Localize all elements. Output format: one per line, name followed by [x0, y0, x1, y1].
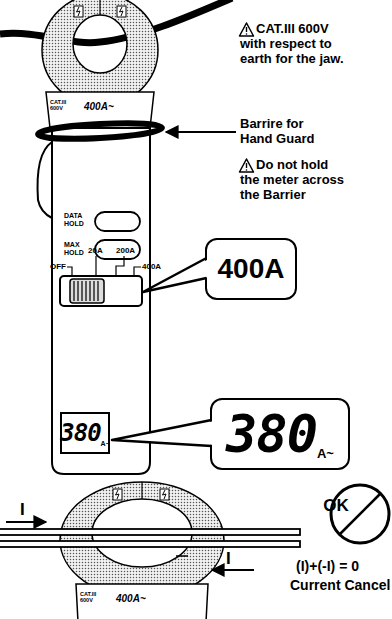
leader-line — [95, 256, 96, 276]
hold-button — [95, 212, 140, 231]
jaw-mark — [176, 555, 188, 557]
symbol-box — [113, 489, 122, 500]
reading-text: 400A — [218, 255, 285, 283]
ok-symbol: OK — [314, 483, 358, 527]
rating-mark: CAT.III 600V — [50, 99, 74, 112]
conductor — [0, 529, 300, 535]
current-symbol: I — [20, 500, 25, 520]
callout-bubble: 380A~ — [210, 398, 350, 470]
button-label: MAX HOLD — [64, 241, 90, 257]
unit-text: A~ — [101, 440, 110, 447]
trigger — [38, 142, 52, 218]
leader-arrow — [166, 131, 236, 133]
bolt — [116, 490, 120, 499]
lcd-display: 380A~ — [60, 412, 110, 454]
warning-note: CAT.III 600V with respect to earth for t… — [240, 22, 350, 67]
leader-line — [116, 256, 124, 276]
current-symbol: I — [226, 549, 231, 569]
leader-line — [67, 267, 72, 276]
lightning-symbol — [113, 489, 122, 500]
clamp-jaw — [42, 0, 158, 106]
bolt — [77, 7, 81, 16]
bolt — [120, 7, 124, 16]
lightning-symbol — [160, 489, 169, 500]
current-arrow — [212, 569, 254, 571]
symbol-box — [160, 489, 169, 500]
warning-note: Do not hold the meter across the Barrier — [240, 158, 347, 203]
button-label: DATA HOLD — [64, 212, 90, 228]
switch-slider — [70, 279, 104, 303]
symbol-box — [74, 6, 83, 17]
tail-fill — [112, 421, 214, 445]
jaw-split — [99, 0, 100, 15]
reading-text: OK — [323, 497, 349, 514]
callout-tail — [143, 258, 207, 292]
exclamation-dot — [246, 33, 248, 35]
switch-position: 200A — [116, 246, 135, 255]
exclamation — [246, 27, 247, 32]
tail-fill — [143, 259, 209, 292]
bolt — [163, 490, 167, 499]
lightning-symbol — [117, 6, 126, 17]
triangle — [240, 23, 254, 36]
reading-text: 380 — [226, 408, 317, 460]
jaw-split — [141, 482, 142, 499]
reading-text: 380 — [60, 421, 100, 445]
range-mark: 400A~ — [84, 101, 114, 113]
unit-text: A~ — [317, 447, 334, 460]
current-arrow — [6, 521, 46, 523]
triangle — [240, 159, 254, 172]
head-band — [76, 584, 208, 619]
switch-position: OFF — [50, 262, 66, 271]
circle-outline — [314, 483, 392, 545]
warning-symbol — [240, 23, 254, 36]
meter-body — [52, 128, 150, 474]
conductor — [0, 541, 300, 547]
circle-ring — [331, 485, 389, 543]
lightning-symbol — [74, 6, 83, 17]
rating-mark: CAT.III 600V — [80, 591, 104, 604]
range-mark: 400A~ — [116, 593, 146, 605]
formula-text: (I)+(-I) = 0 — [296, 558, 359, 574]
switch-position: 20A — [88, 246, 103, 255]
symbol-box — [117, 6, 126, 17]
caption-note: Current Cancel — [290, 577, 390, 593]
hand-barrier — [38, 121, 163, 141]
callout-bubble: 400A — [205, 238, 297, 300]
exclamation-dot — [246, 169, 248, 171]
leader-line — [134, 267, 141, 276]
callout-tail — [112, 420, 212, 446]
warning-symbol — [240, 159, 254, 172]
clamp-jaw — [60, 482, 224, 598]
range-switch — [60, 276, 142, 306]
switch-position: 400A — [142, 262, 161, 271]
callout-text: Barrire for Hand Guard — [240, 117, 326, 147]
exclamation — [246, 163, 247, 168]
slider-ridges — [74, 281, 98, 301]
